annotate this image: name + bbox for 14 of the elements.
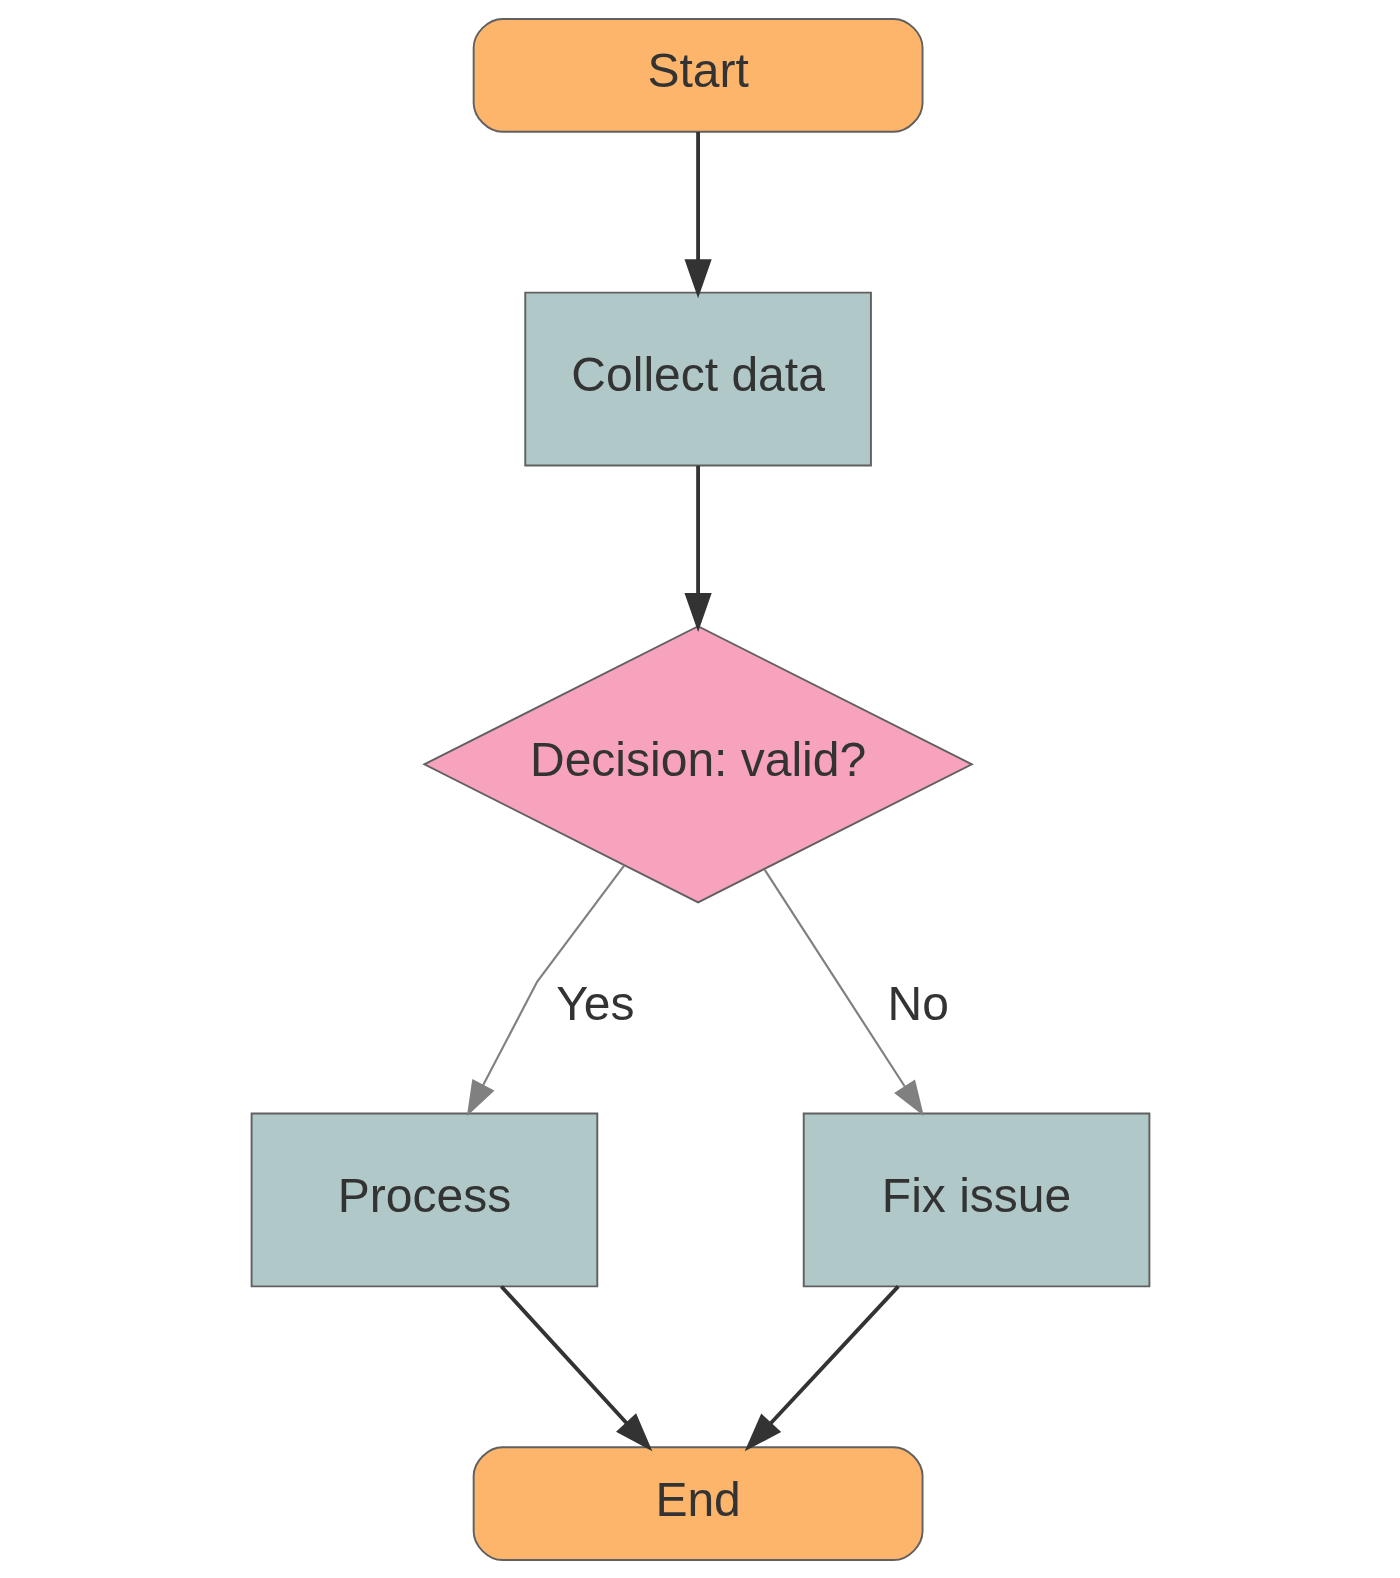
arrow xyxy=(499,1284,652,1451)
node-box: End xyxy=(472,1445,923,1561)
node-box: Fix issue xyxy=(802,1112,1150,1287)
arrow xyxy=(466,864,625,1116)
node-box: Process xyxy=(250,1112,598,1287)
edge-label: No xyxy=(887,976,949,1030)
node-box: Start xyxy=(472,17,923,133)
arrow xyxy=(744,1284,900,1451)
node-box: Collect data xyxy=(523,291,872,466)
node-diamond: Decision: valid? xyxy=(421,624,974,903)
edge-label: Yes xyxy=(555,976,635,1030)
arrow xyxy=(683,131,712,298)
arrow xyxy=(763,868,924,1116)
arrow xyxy=(683,465,712,632)
